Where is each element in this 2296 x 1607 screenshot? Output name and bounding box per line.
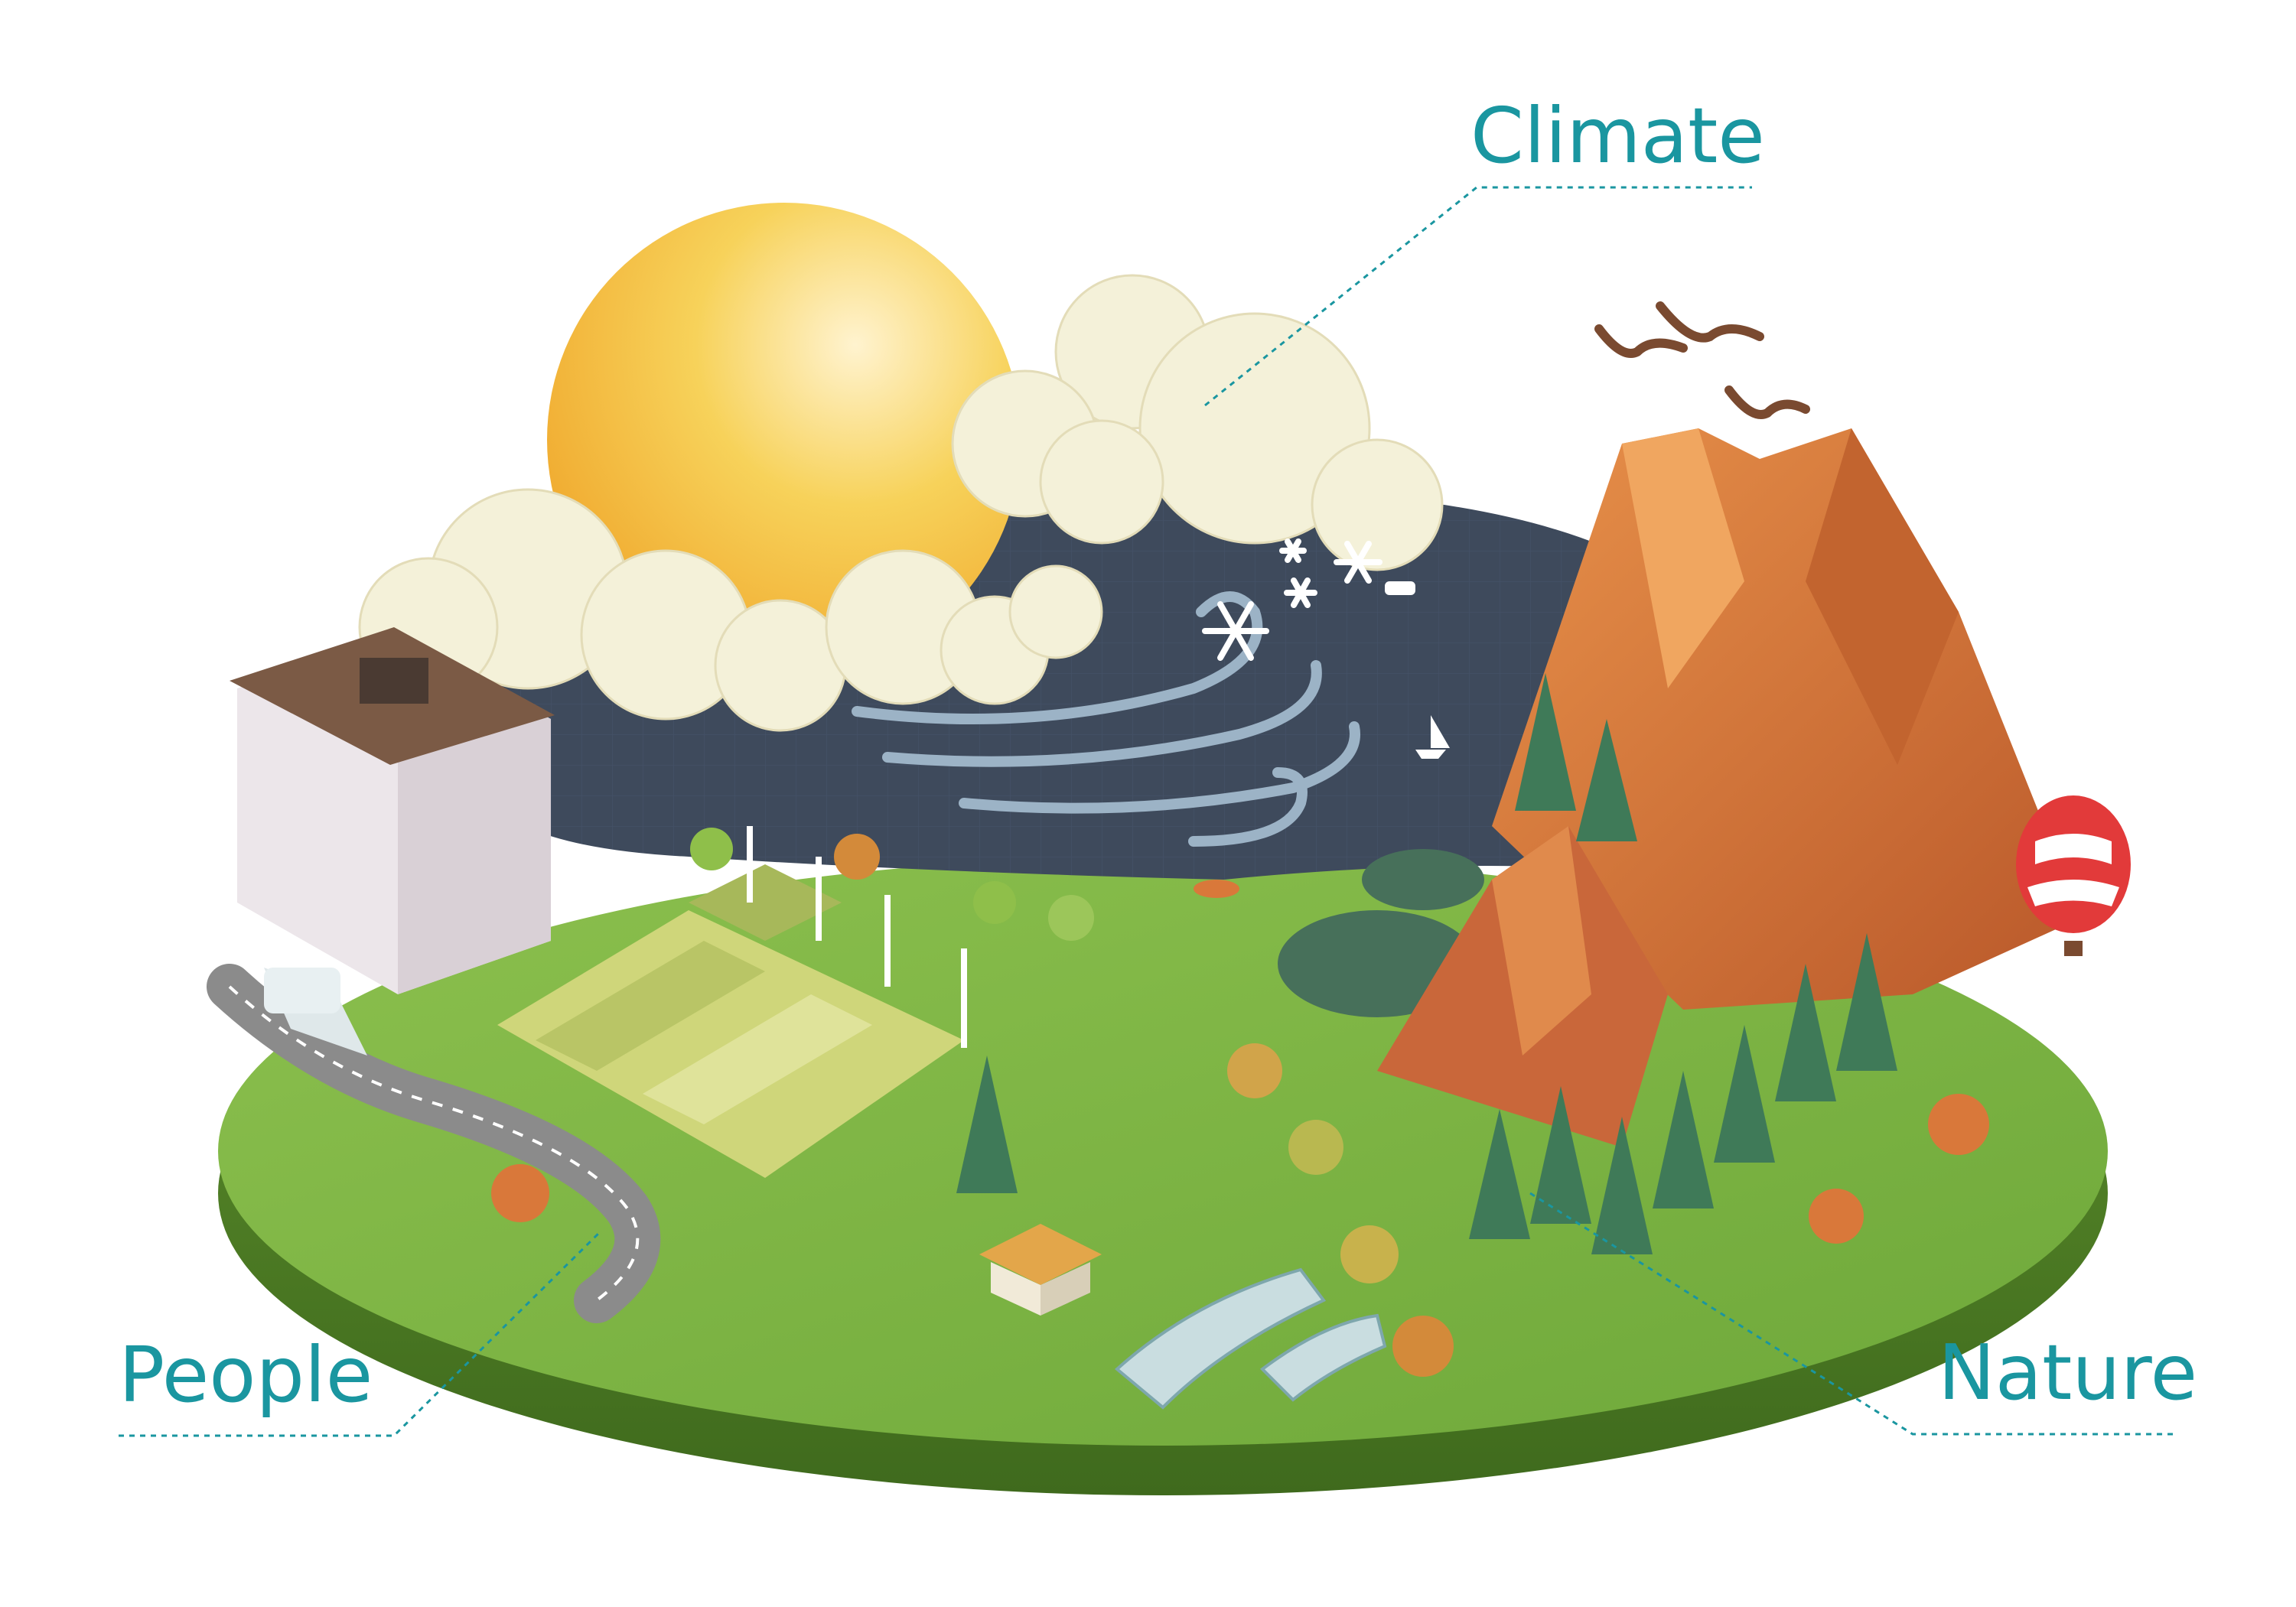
rowboat-icon — [1194, 880, 1239, 898]
sailboat-icon — [1415, 715, 1450, 759]
bus-icon — [264, 968, 367, 1056]
snowflake-icon — [1202, 538, 1382, 661]
wind-turbine-icon — [747, 826, 967, 1048]
greenhouse-icon — [1114, 1267, 1387, 1410]
climate-label: Climate — [1470, 91, 1765, 181]
people-label: People — [119, 1330, 373, 1420]
cloud-icon — [358, 488, 1103, 732]
building-icon — [230, 627, 555, 994]
nature-label: Nature — [1938, 1328, 2198, 1417]
boat-icon — [1385, 581, 1415, 595]
house-icon — [979, 1224, 1102, 1316]
mountain-icon — [1377, 428, 2081, 1147]
bird-icon — [1594, 301, 1810, 419]
wind-icon — [852, 591, 1360, 847]
hot-air-balloon-icon — [2016, 795, 2131, 956]
road-line — [228, 985, 640, 1302]
farm-fields — [497, 864, 964, 1178]
pond-small — [1362, 849, 1484, 910]
cloud-icon — [951, 274, 1444, 571]
leader-lines — [119, 186, 2177, 1437]
tree-icon — [491, 828, 1989, 1377]
tree-icon — [956, 673, 1897, 1254]
